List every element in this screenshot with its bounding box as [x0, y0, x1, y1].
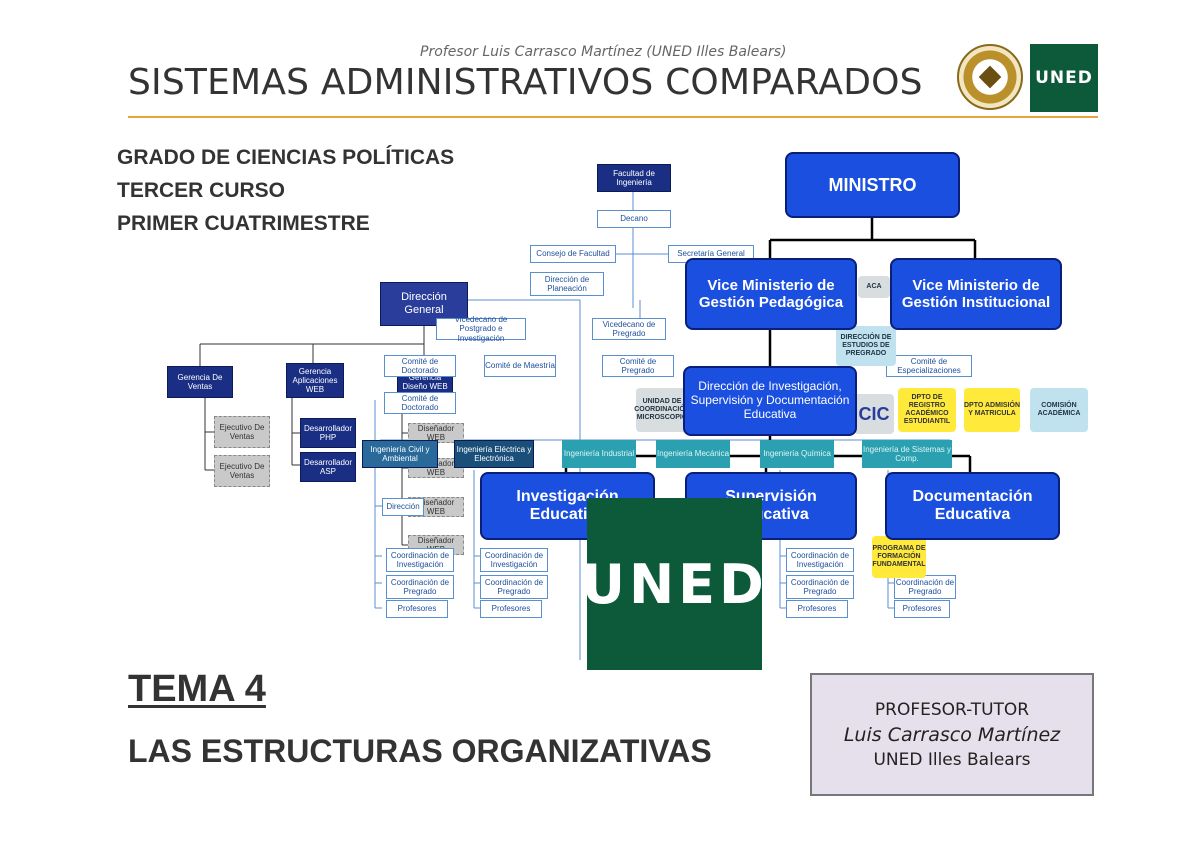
university-seal-icon	[957, 44, 1023, 110]
ing-industrial-box: Ingeniería Industrial	[562, 440, 636, 468]
aca-box: ACA	[858, 276, 890, 298]
comite-pregrado-box: Comité de Pregrado	[602, 355, 674, 377]
decano-box: Decano	[597, 210, 671, 228]
gerencia-ventas-box: Gerencia De Ventas	[167, 366, 233, 398]
ing-sistemas-box: Ingeniería de Sistemas y Comp.	[862, 440, 952, 468]
unidad-coordinacion-box: UNIDAD DE COORDINACIÓN MICROSCOPIO	[634, 388, 690, 432]
desarrollador-php-box: Desarrollador PHP	[300, 418, 356, 448]
coordinacion-investigacion-box-1: Coordinación de Investigación	[386, 548, 454, 572]
course-term: PRIMER CUATRIMESTRE	[117, 212, 370, 235]
ing-quimica-box: Ingeniería Química	[760, 440, 834, 468]
tutor-role: PROFESOR-TUTOR	[874, 699, 1030, 720]
page-title: SISTEMAS ADMINISTRATIVOS COMPARADOS	[128, 62, 923, 103]
profesores-box-1: Profesores	[386, 600, 448, 618]
coordinacion-pregrado-box-1: Coordinación de Pregrado	[386, 575, 454, 599]
direccion-investigacion-box: Dirección de Investigación, Supervisión …	[683, 366, 857, 436]
coordinacion-investigacion-box-3: Coordinación de Investigación	[786, 548, 854, 572]
ministro-box: MINISTRO	[785, 152, 960, 218]
profesores-box-3: Profesores	[786, 600, 848, 618]
ejecutivo-ventas-box: Ejecutivo De Ventas	[214, 416, 270, 448]
facultad-box: Facultad de Ingeniería	[597, 164, 671, 192]
disenador-web-box: Diseñador WEB	[408, 423, 464, 443]
tutor-box: PROFESOR-TUTOR Luis Carrasco Martínez UN…	[810, 673, 1094, 796]
topic-number: TEMA 4	[128, 668, 266, 710]
comite-box: Comité de Doctorado	[384, 355, 456, 377]
header-subtitle: Profesor Luis Carrasco Martínez (UNED Il…	[420, 44, 787, 60]
programa-formacion-box: PROGRAMA DE FORMACIÓN FUNDAMENTAL	[872, 536, 926, 578]
profesores-box-2: Profesores	[480, 600, 542, 618]
uned-logo-small: UNED	[1030, 44, 1098, 112]
tutor-name: Luis Carrasco Martínez	[843, 723, 1061, 746]
profesores-box-4: Profesores	[894, 600, 950, 618]
cic-box: CIC	[854, 394, 894, 434]
header-divider	[128, 116, 1098, 118]
gerencia-aplicaciones-box: Gerencia Aplicaciones WEB	[286, 363, 344, 398]
documentacion-educativa-box: Documentación Educativa	[885, 472, 1060, 540]
tutor-center: UNED Illes Balears	[873, 749, 1031, 770]
dpto-registro-box: DPTO DE REGISTRO ACADÉMICO ESTUDIANTIL	[898, 388, 956, 432]
coordinacion-investigacion-box-2: Coordinación de Investigación	[480, 548, 548, 572]
coordinacion-pregrado-box-3: Coordinación de Pregrado	[786, 575, 854, 599]
coordinacion-pregrado-box-2: Coordinación de Pregrado	[480, 575, 548, 599]
comite-maestria-box: Comité de Maestría	[484, 355, 556, 377]
dpto-admision-box: DPTO ADMISIÓN Y MATRICULA	[964, 388, 1020, 432]
comite-doctorado-box: Comité de Doctorado	[384, 392, 456, 414]
ing-mecanica-box: Ingeniería Mecánica	[656, 440, 730, 468]
course-year: TERCER CURSO	[117, 179, 286, 202]
ing-civil-box: Ingeniería Civil y Ambiental	[362, 440, 438, 468]
coordinacion-pregrado-box-4: Coordinación de Pregrado	[894, 575, 956, 599]
ejecutivo-ventas-box-2: Ejecutivo De Ventas	[214, 455, 270, 487]
uned-logo-large: UNED	[581, 498, 764, 670]
planeacion-box: Dirección de Planeación	[530, 272, 604, 296]
ing-electrica-box: Ingeniería Eléctrica y Electrónica	[454, 440, 534, 468]
vicedecano-pregrado-box: Vicedecano de Pregrado	[592, 318, 666, 340]
consejo-box: Consejo de Facultad	[530, 245, 616, 263]
comision-academica-box: COMISIÓN ACADÉMICA	[1030, 388, 1088, 432]
comite-especializaciones-box: Comité de Especializaciones	[886, 355, 972, 377]
direccion-estudios-box: DIRECCIÓN DE ESTUDIOS DE PREGRADO	[836, 326, 896, 366]
topic-title: LAS ESTRUCTURAS ORGANIZATIVAS	[128, 733, 712, 769]
course-degree: GRADO DE CIENCIAS POLÍTICAS	[117, 146, 455, 169]
vice-institucional-box: Vice Ministerio de Gestión Institucional	[890, 258, 1062, 330]
direccion-box: Dirección	[382, 498, 424, 516]
desarrollador-asp-box: Desarrollador ASP	[300, 452, 356, 482]
vicedecano-investigacion-box: Vicedecano de Postgrado e Investigación	[436, 315, 526, 343]
vice-pedagogica-box: Vice Ministerio de Gestión Pedagógica	[685, 258, 857, 330]
